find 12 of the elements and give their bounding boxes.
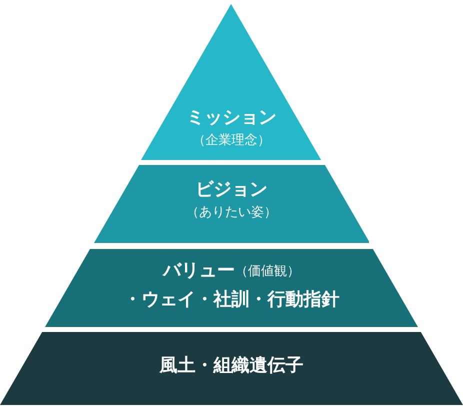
tier-title: ビジョン bbox=[195, 180, 268, 200]
tier-title: バリュー bbox=[162, 260, 235, 282]
tier-subtitle: （価値観） bbox=[234, 264, 300, 280]
tier-title: 風土・組織遺伝子 bbox=[160, 356, 304, 376]
pyramid-apex bbox=[141, 4, 322, 160]
tier-title: ミッション bbox=[186, 108, 276, 128]
pyramid-tier bbox=[0, 332, 463, 405]
pyramid-tier bbox=[94, 165, 370, 243]
tier-subtitle: （ありたい姿） bbox=[186, 206, 277, 220]
pyramid-tier bbox=[45, 249, 418, 327]
tier-subtitle: （企業理念） bbox=[192, 134, 270, 148]
tier-title: ・ウェイ・社訓・行動指針 bbox=[123, 290, 340, 310]
